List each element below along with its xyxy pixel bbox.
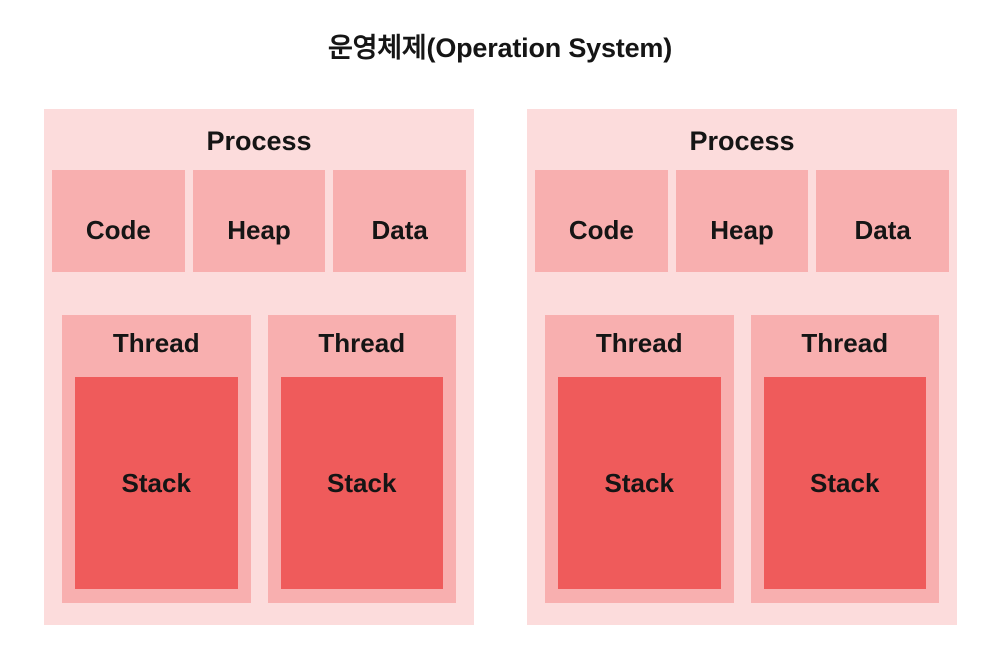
segment-box-data: Data xyxy=(816,170,950,272)
segment-box-data: Data xyxy=(333,170,467,272)
segment-box-heap: Heap xyxy=(192,170,326,272)
thread-row: Thread Stack Thread Stack xyxy=(62,315,456,603)
process-panel: Process Code Heap Data Thread Stack Thre… xyxy=(527,109,957,625)
process-panel: Process Code Heap Data Thread Stack Thre… xyxy=(44,109,474,625)
stack-label: Stack xyxy=(810,468,880,498)
segment-label: Heap xyxy=(227,215,291,245)
stack-label: Stack xyxy=(604,468,674,498)
page-title: 운영체제(Operation System) xyxy=(327,33,672,63)
stack-box: Stack xyxy=(280,377,443,589)
segment-label: Data xyxy=(854,215,911,245)
stack-box: Stack xyxy=(558,377,721,589)
segment-label: Code xyxy=(85,215,151,245)
stack-box: Stack xyxy=(75,377,238,589)
memory-segment-row: Code Heap Data xyxy=(52,170,467,272)
segment-box-heap: Heap xyxy=(675,170,809,272)
thread-label: Thread xyxy=(318,328,406,358)
thread-label: Thread xyxy=(595,328,683,358)
memory-segment-row: Code Heap Data xyxy=(535,170,950,272)
thread-box: Thread Stack xyxy=(267,315,456,603)
thread-box: Thread Stack xyxy=(545,315,734,603)
segment-label: Code xyxy=(568,215,634,245)
stack-box: Stack xyxy=(763,377,926,589)
stack-label: Stack xyxy=(121,468,191,498)
segment-box-code: Code xyxy=(535,170,668,272)
thread-label: Thread xyxy=(801,328,889,358)
thread-box: Thread Stack xyxy=(750,315,939,603)
segment-label: Data xyxy=(371,215,428,245)
process-label: Process xyxy=(689,126,795,156)
segment-label: Heap xyxy=(710,215,774,245)
segment-box-code: Code xyxy=(52,170,185,272)
thread-row: Thread Stack Thread Stack xyxy=(545,315,939,603)
thread-label: Thread xyxy=(112,328,200,358)
process-label: Process xyxy=(206,126,312,156)
stack-label: Stack xyxy=(327,468,397,498)
thread-box: Thread Stack xyxy=(62,315,251,603)
